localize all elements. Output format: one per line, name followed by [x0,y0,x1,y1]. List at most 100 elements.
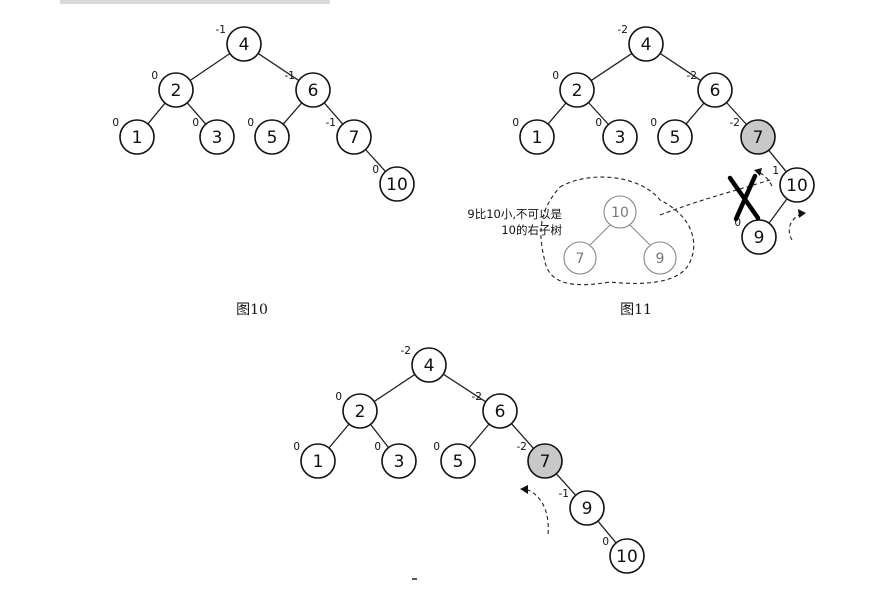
tree-node-7: 7-2 [730,117,776,155]
figure-12-annotation [520,485,549,535]
node-label: 4 [641,35,652,55]
rotation-arrow-right [788,213,803,241]
tree-edge-6-7 [726,102,747,125]
tree-edge-6-5 [282,102,303,125]
balance-factor: 1 [772,165,779,177]
node-label: 7 [349,128,360,148]
tree-node-9: 9 -1 [559,488,605,526]
ghost-node-circle [603,195,637,229]
tree-node-2: 20 [335,391,378,429]
tree-edge-4-2 [373,373,416,403]
note-connector [659,179,771,216]
node-label: 9 [754,228,765,248]
rotation-arrow-curve [527,489,549,535]
tree-edge-6-5 [468,423,490,449]
balance-factor: 0 [602,536,609,548]
balance-factor: 0 [335,391,342,403]
tree-edge-6-5 [685,102,705,125]
tree-node-5: 50 [433,441,476,479]
tree-node-4: 4 -2 [401,345,447,383]
tree-edge-2-3 [369,424,390,448]
tree-edge-4-2 [189,52,231,82]
cross-mark-stroke-2 [733,173,758,222]
tree-node-1: 10 [293,441,336,479]
rotation-arrow-right-head [798,209,806,218]
note-line-2: 10的右子树 [501,223,562,237]
balance-factor: 0 [374,441,381,453]
node-label: 9 [582,499,593,519]
node-label: 5 [453,452,464,472]
balance-factor: 0 [552,70,559,82]
balance-factor: 0 [293,441,300,453]
balance-factor: -1 [559,488,569,500]
node-circle [779,167,815,203]
tree-edge-6-7 [510,423,535,449]
small-mark [412,578,417,580]
balance-factor: -2 [730,117,740,129]
tree-node-10: 10 0 [372,164,415,202]
tree-node-6: 6-2 [687,70,733,108]
node-circle [411,347,447,383]
balance-factor: 0 [372,164,379,176]
ghost-node-circle [643,241,677,275]
node-label: 1 [132,128,143,148]
tree-edge-7-9 [555,473,577,496]
node-label: 10 [616,547,638,567]
balance-factor: -1 [285,70,295,82]
node-label: 2 [355,402,366,422]
node-label: 4 [239,35,250,55]
node-circle [569,490,605,526]
node-label: 3 [615,128,626,148]
node-circle [609,538,645,574]
figure-11-caption: 图11 [620,302,652,318]
tree-node-5: 50 [650,117,693,155]
balance-factor: 0 [151,70,158,82]
balance-factor: 0 [112,117,119,129]
node-circle [295,72,331,108]
node-circle [440,443,476,479]
node-circle [519,119,555,155]
node-label: 10 [786,176,808,196]
tree-node-4: 4 -1 [216,24,262,62]
node-label: 4 [424,356,435,376]
node-circle [628,26,664,62]
tree-node-6: 6 -1 [285,70,331,108]
node-circle [602,119,638,155]
balance-factor: 0 [734,217,741,229]
node-circle [119,119,155,155]
ghost-node-circle [563,241,597,275]
figure-10-caption: 图10 [236,302,268,318]
ghost-node-9: 9 [643,241,677,275]
top-cropped-strip [60,0,330,4]
balance-factor: 0 [433,441,440,453]
balance-factor: -2 [687,70,697,82]
tree-edge-2-3 [588,102,609,125]
node-label: 6 [308,81,319,101]
tree-node-3: 30 [595,117,638,155]
ghost-edge-right [628,223,652,247]
tree-edge-7-10 [768,149,787,173]
tree-edge-4-6 [257,52,300,82]
tree-edge-9-10 [597,520,617,544]
balance-factor: 0 [192,117,199,129]
balance-factor: 0 [247,117,254,129]
tree-node-3: 30 [374,441,417,479]
balance-factor: -2 [401,345,411,357]
node-label: 3 [212,128,223,148]
tree-edge-4-2 [590,52,633,82]
tree-edge-4-6 [442,373,487,403]
node-circle [740,119,776,155]
balance-factor: 0 [650,117,657,129]
tree-node-1: 10 [112,117,155,155]
balance-factor: -1 [216,24,226,36]
node-circle [342,393,378,429]
tree-edge-2-3 [186,102,207,125]
tree-edge-6-7 [323,102,344,125]
note-line-1: 9比10小,不可以是 [467,207,562,221]
node-label: 5 [670,128,681,148]
node-label: 1 [532,128,543,148]
node-label: 10 [386,175,408,195]
tree-edge-7-10 [365,149,386,172]
